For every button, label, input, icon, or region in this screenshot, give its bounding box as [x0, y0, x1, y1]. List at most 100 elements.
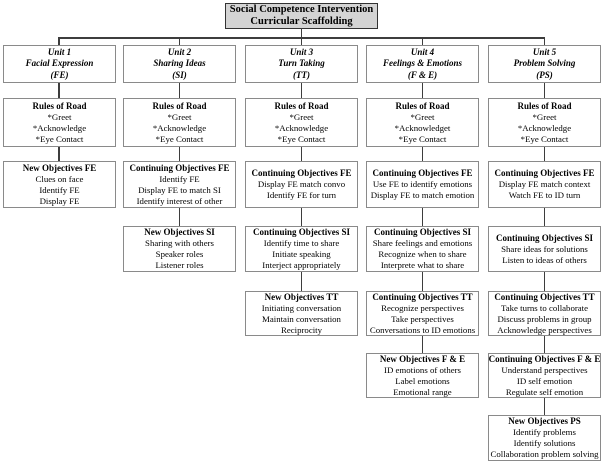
box-heading: Rules of Road — [517, 100, 572, 111]
unit-number: Unit 1 — [47, 46, 72, 57]
box-item: *Acknowledge — [274, 122, 329, 133]
box-item: Conversations to ID emotions — [369, 324, 476, 335]
box-heading: New Objectives TT — [264, 291, 339, 302]
box-heading: Continuing Objectives TT — [494, 291, 595, 302]
connector-line — [300, 83, 303, 99]
box-item: Share ideas for solutions — [501, 243, 588, 254]
unit-number: Unit 5 — [532, 46, 557, 57]
unit-5-continuing-objectives-si-box: Continuing Objectives SI Share ideas for… — [488, 226, 601, 272]
unit-5-rules-of-road-box: Rules of Road *Greet *Acknowledge *Eye C… — [488, 98, 601, 147]
box-heading: Rules of Road — [395, 100, 450, 111]
unit-3-new-objectives-tt-box: New Objectives TT Initiating conversatio… — [245, 291, 358, 336]
box-heading: New Objectives F & E — [379, 353, 466, 364]
connector-line — [58, 83, 60, 99]
unit-abbreviation: (F & E) — [407, 69, 438, 80]
unit-4-rules-of-road-box: Rules of Road *Greet *Acknowledget *Eye … — [366, 98, 479, 147]
unit-abbreviation: (PS) — [536, 69, 553, 80]
unit-4-continuing-objectives-si-box: Continuing Objectives SI Share feelings … — [366, 226, 479, 272]
box-item: *Acknowledget — [394, 122, 451, 133]
box-item: Interprete what to share — [380, 260, 465, 270]
unit-2-header-box: Unit 2 Sharing Ideas (SI) — [123, 45, 236, 83]
unit-abbreviation: (TT) — [293, 69, 310, 80]
unit-title: Turn Taking — [278, 58, 325, 69]
box-item: Identify FE for turn — [266, 190, 337, 200]
box-item: *Acknowledge — [32, 122, 87, 133]
unit-4-new-objectives-f-and-e-box: New Objectives F & E ID emotions of othe… — [366, 353, 479, 398]
box-item: Display FE to match SI — [138, 184, 221, 195]
unit-title: Facial Expression — [25, 58, 94, 69]
box-heading: Rules of Road — [152, 100, 207, 111]
unit-2-new-objectives-si-box: New Objectives SI Sharing with others Sp… — [123, 226, 236, 272]
connector-line — [178, 83, 181, 99]
connector-line — [421, 207, 424, 227]
unit-5-header-box: Unit 5 Problem Solving (PS) — [488, 45, 601, 83]
box-item: Clues on face — [35, 173, 84, 184]
box-item: *Eye Contact — [35, 133, 84, 144]
box-item: Sharing with others — [145, 238, 214, 248]
unit-number: Unit 3 — [289, 46, 314, 57]
box-item: Speaker roles — [155, 249, 204, 259]
connector-line — [300, 271, 303, 292]
unit-5-new-objectives-ps-box: New Objectives PS Identify problems Iden… — [488, 415, 601, 461]
diagram-title-line2: Curricular Scaffolding — [250, 16, 353, 27]
box-heading: Continuing Objectives SI — [373, 227, 471, 237]
connector-line — [543, 83, 546, 99]
box-item: *Greet — [410, 111, 435, 122]
diagram-title-line1: Social Competence Intervention — [229, 4, 374, 15]
box-item: Identify interest of other — [136, 195, 223, 206]
box-item: Listener roles — [155, 260, 204, 270]
unit-4-continuing-objectives-fe-box: Continuing Objectives FE Use FE to ident… — [366, 161, 479, 208]
box-item: Emotional range — [393, 386, 452, 397]
box-item: Display FE to match emotion — [370, 190, 475, 200]
box-item: Identify solutions — [513, 438, 576, 448]
box-item: Identify time to share — [263, 238, 340, 248]
box-heading: New Objectives SI — [144, 227, 215, 237]
box-item: Acknowledge perspectives — [497, 324, 592, 335]
box-item: *Acknowledge — [152, 122, 207, 133]
connector-line — [300, 146, 303, 162]
box-item: Understand perspectives — [501, 364, 588, 375]
connector-line — [300, 28, 303, 38]
box-item: *Eye Contact — [155, 133, 204, 144]
connector-line — [421, 37, 424, 46]
box-heading: Rules of Road — [274, 100, 329, 111]
unit-5-continuing-objectives-fe-box: Continuing Objectives FE Display FE matc… — [488, 161, 601, 208]
unit-3-rules-of-road-box: Rules of Road *Greet *Acknowledge *Eye C… — [245, 98, 358, 147]
unit-title: Problem Solving — [513, 58, 576, 69]
box-item: Take perspectives — [391, 313, 454, 324]
connector-line — [178, 146, 181, 162]
box-item: Reciprocity — [280, 324, 323, 335]
connector-line — [178, 207, 181, 227]
box-item: *Greet — [167, 111, 192, 122]
unit-5-continuing-objectives-f-and-e-box: Continuing Objectives F & E Understand p… — [488, 353, 601, 398]
box-item: Share feelings and emotions — [372, 238, 473, 248]
unit-4-continuing-objectives-tt-box: Continuing Objectives TT Recognize persp… — [366, 291, 479, 336]
box-item: Initiating conversation — [261, 302, 342, 313]
connector-line — [543, 37, 546, 46]
connector-line — [300, 207, 303, 227]
box-item: ID self emotion — [516, 375, 573, 386]
unit-3-continuing-objectives-si-box: Continuing Objectives SI Identify time t… — [245, 226, 358, 272]
unit-1-header-box: Unit 1 Facial Expression (FE) — [3, 45, 116, 83]
box-item: Recognize when to share — [378, 249, 467, 259]
box-item: *Greet — [47, 111, 72, 122]
unit-number: Unit 2 — [167, 46, 192, 57]
box-heading: Continuing Objectives FE — [129, 162, 230, 173]
box-item: *Greet — [532, 111, 557, 122]
unit-3-header-box: Unit 3 Turn Taking (TT) — [245, 45, 358, 83]
box-item: *Greet — [289, 111, 314, 122]
box-item: Take turns to collaborate — [500, 302, 589, 313]
box-item: *Eye Contact — [520, 133, 569, 144]
box-heading: Continuing Objectives F & E — [488, 353, 601, 364]
connector-line — [300, 37, 303, 46]
box-heading: Continuing Objectives FE — [251, 168, 352, 178]
unit-title: Sharing Ideas — [153, 58, 206, 69]
box-heading: Continuing Objectives FE — [372, 168, 473, 178]
box-item: Watch FE to ID turn — [508, 190, 581, 200]
box-item: Label emotions — [395, 375, 450, 386]
unit-abbreviation: (FE) — [50, 69, 69, 80]
unit-number: Unit 4 — [410, 46, 435, 57]
connector-line — [178, 37, 181, 46]
connector-line — [421, 335, 424, 354]
connector-line — [58, 146, 60, 162]
